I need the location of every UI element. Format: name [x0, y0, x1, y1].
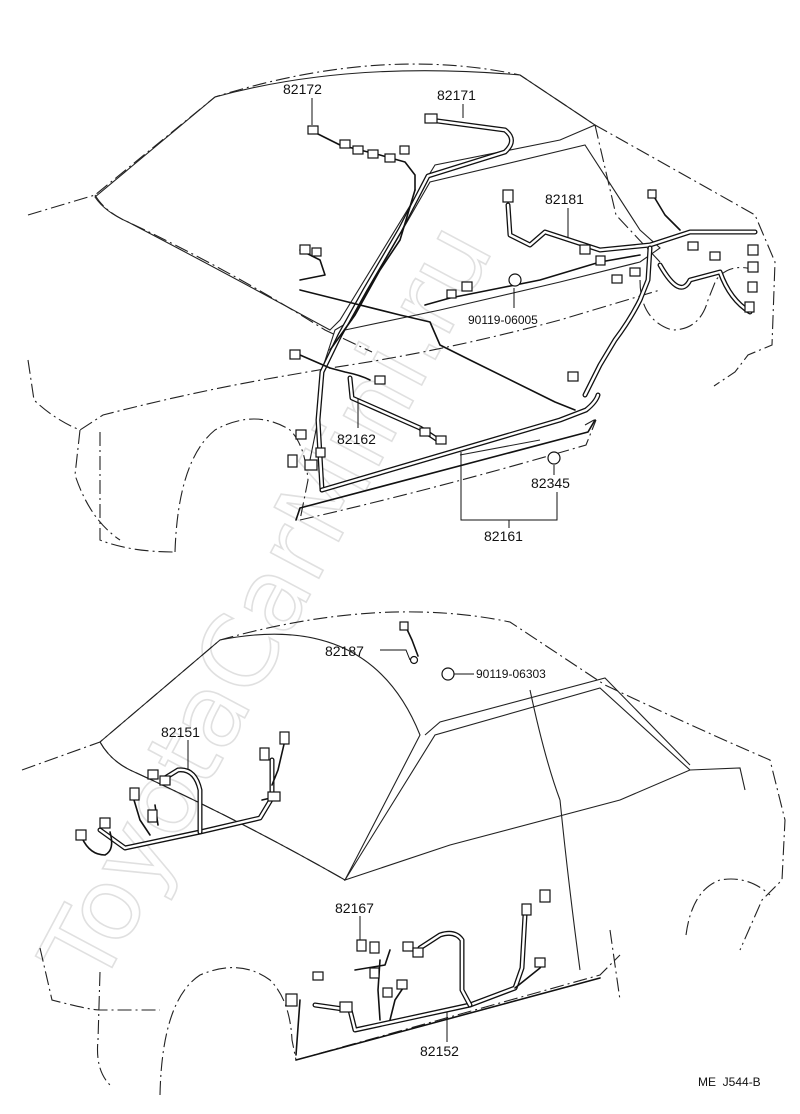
harness-82161-sill: [295, 419, 596, 521]
connector: [709, 251, 721, 261]
connector: [339, 1001, 353, 1013]
connector: [147, 769, 159, 780]
connector: [99, 817, 111, 829]
connector: [356, 939, 367, 952]
connector: [287, 454, 298, 468]
connector: [435, 435, 447, 445]
upper-door-frame: [309, 319, 595, 461]
connector: [687, 241, 699, 251]
connector: [567, 371, 579, 382]
connector: [315, 447, 326, 458]
connector: [402, 941, 414, 952]
connector: [747, 244, 759, 256]
connector: [384, 153, 396, 163]
connector: [307, 125, 319, 135]
lower-door-line: [529, 689, 581, 971]
connector: [747, 281, 758, 293]
connector: [339, 139, 351, 149]
connector: [311, 247, 322, 257]
connector: [539, 889, 551, 903]
connector: [461, 281, 473, 292]
lower-car-view: 82187 90119-06303 82151 82167 82152: [21, 611, 786, 1096]
connector: [295, 429, 307, 440]
label-90119-06005: 90119-06005: [468, 313, 538, 327]
connector: [502, 189, 514, 203]
connector: [629, 267, 641, 277]
connector: [744, 301, 755, 313]
connector: [595, 255, 606, 266]
lower-rear-window: [689, 767, 746, 791]
connector: [129, 787, 140, 801]
connector: [352, 145, 364, 155]
connector: [382, 987, 393, 998]
label-82171: 82171: [437, 87, 476, 103]
lower-connectors: [75, 621, 551, 1013]
connector: [304, 459, 318, 471]
connector: [409, 655, 419, 665]
upper-windshield: [94, 70, 597, 331]
label-82181: 82181: [545, 191, 584, 207]
connector: [412, 947, 424, 958]
label-82152: 82152: [420, 1043, 459, 1059]
connector: [367, 149, 379, 159]
connector: [399, 621, 409, 631]
label-82172: 82172: [283, 81, 322, 97]
connector: [424, 113, 438, 124]
harness-82181: [299, 189, 758, 411]
label-82161: 82161: [484, 528, 523, 544]
upper-car-view: 82172 82171 82181 90119-06005 82162 8234…: [27, 63, 776, 553]
connector: [446, 289, 457, 299]
harness-82152: [295, 624, 601, 1061]
connector: [267, 791, 281, 802]
clip-90119-06303: [441, 667, 455, 681]
connector: [299, 244, 311, 255]
connector: [147, 809, 158, 823]
connector: [611, 274, 623, 284]
grommet-82345: [547, 451, 561, 465]
label-82187: 82187: [325, 643, 364, 659]
connector: [399, 145, 410, 155]
connector: [312, 971, 324, 981]
connector: [289, 349, 301, 360]
label-82167: 82167: [335, 900, 374, 916]
connector: [747, 261, 759, 273]
connector: [279, 731, 290, 745]
connector: [647, 189, 657, 199]
label-90119-06303: 90119-06303: [476, 667, 546, 681]
watermark: ToyotaCarMini.ru: [17, 205, 515, 1002]
clip-90119-06005: [508, 273, 522, 287]
connector: [259, 747, 270, 761]
lower-side-window: [343, 687, 692, 882]
connector: [579, 244, 591, 255]
connector: [396, 979, 408, 990]
connector: [369, 967, 380, 979]
connector: [285, 993, 298, 1007]
label-82162: 82162: [337, 431, 376, 447]
lower-body-outline: [21, 611, 786, 1096]
label-82151: 82151: [161, 724, 200, 740]
upper-side-window: [343, 144, 661, 331]
connector: [521, 903, 532, 916]
connector: [75, 829, 87, 841]
connector: [369, 941, 380, 954]
diagram-id: ME J544-B: [698, 1075, 761, 1089]
connector: [534, 957, 546, 968]
lower-windshield: [99, 633, 421, 881]
upper-connectors: [287, 113, 759, 471]
connector: [159, 775, 171, 786]
connector: [419, 427, 431, 437]
connector: [374, 375, 386, 385]
label-82345: 82345: [531, 475, 570, 491]
lower-roof-edge: [424, 677, 691, 766]
